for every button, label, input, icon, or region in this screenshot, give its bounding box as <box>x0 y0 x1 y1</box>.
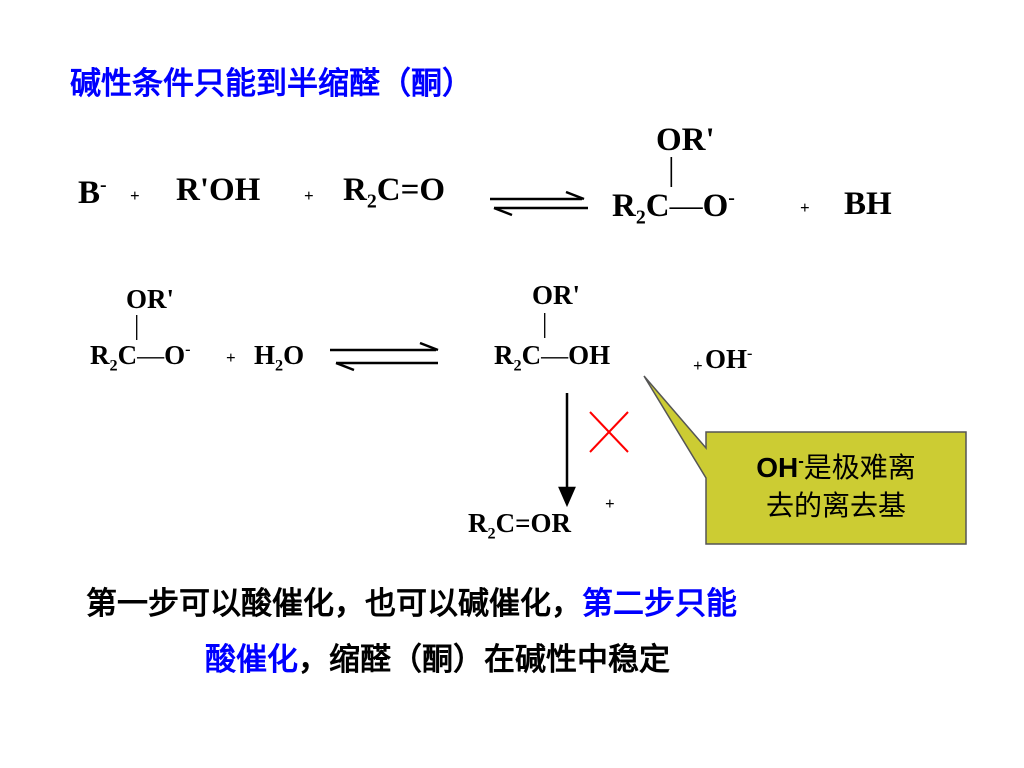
hemiacetal-alkoxide-substituent: OR' <box>656 122 715 158</box>
bond-line: | <box>542 308 548 338</box>
alcohol: R'OH <box>176 172 261 208</box>
right-substituent: OR' <box>532 280 581 310</box>
base-anion: B- <box>78 174 107 211</box>
blocked-cross-icon <box>589 411 629 453</box>
carbonyl-compound: R2C=O <box>343 172 446 213</box>
left-substituent: OR' <box>126 284 175 314</box>
plus-sign: + <box>130 186 140 205</box>
explanation-line-1: 第一步可以酸催化，也可以碱催化，第二步只能 <box>86 586 737 622</box>
water: H2O <box>254 340 305 375</box>
down-arrow <box>558 393 576 508</box>
bond-line: | <box>668 152 675 188</box>
oxocarbenium-ion: R2C=OR <box>468 508 571 543</box>
plus-sign: + <box>226 348 236 367</box>
bond-line: | <box>134 310 140 340</box>
hydroxide-ion: OH- <box>705 344 753 374</box>
left-alkoxide: R2C—O- <box>90 340 191 375</box>
plus-sign: + <box>693 356 703 375</box>
plus-sign: + <box>304 186 314 205</box>
callout-shape <box>643 375 967 545</box>
conjugate-acid: BH <box>844 186 892 222</box>
positive-charge: + <box>605 494 615 513</box>
callout-text: OH-是极难离 去的离去基 <box>708 432 964 542</box>
callout-line-2: 去的离去基 <box>765 489 906 522</box>
callout-line-1: OH-是极难离 <box>756 451 916 484</box>
equilibrium-arrow-1 <box>490 190 588 217</box>
hemiacetal: R2C—OH <box>494 340 611 375</box>
page-title: 碱性条件只能到半缩醛（酮） <box>70 66 473 102</box>
equilibrium-arrow-2 <box>330 341 439 372</box>
plus-sign: + <box>800 198 810 217</box>
hemiacetal-alkoxide: R2C—O- <box>612 187 735 229</box>
explanation-line-2: 酸催化，缩醛（酮）在碱性中稳定 <box>205 642 670 678</box>
